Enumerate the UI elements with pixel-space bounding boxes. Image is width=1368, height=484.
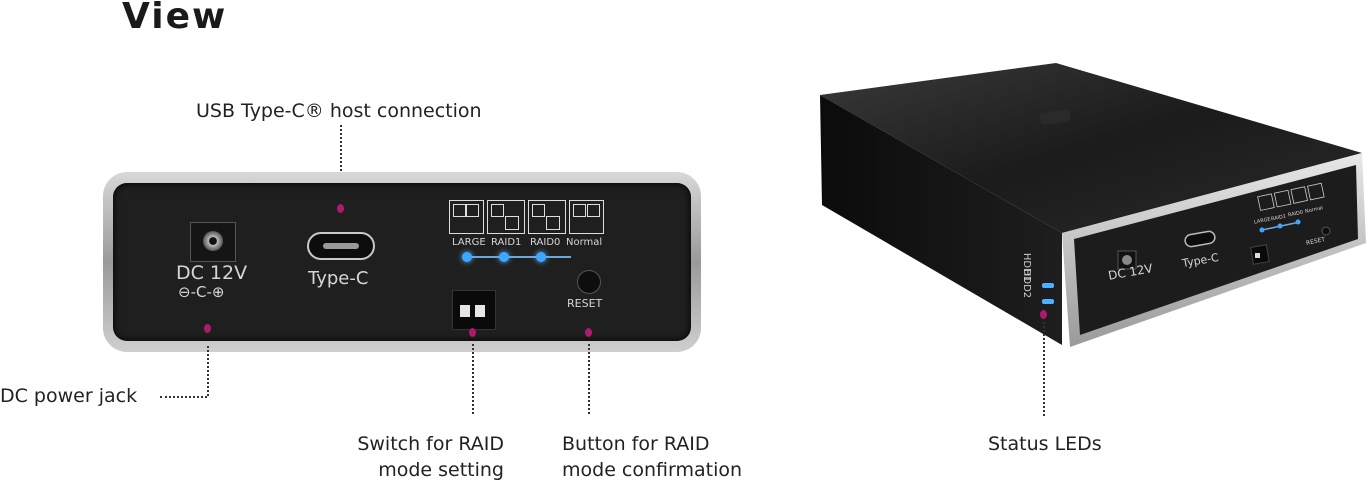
leader-line-dc — [207, 346, 209, 396]
pointer-dot-usb — [337, 204, 344, 213]
callout-raid-button-line1: Button for RAID — [562, 433, 710, 455]
leader-line-dc-h — [160, 396, 207, 398]
callout-status-leds: Status LEDs — [988, 433, 1102, 455]
raid-mode-switch[interactable] — [452, 290, 496, 330]
callout-raid-switch-line2: mode setting — [378, 459, 504, 481]
leader-line-usb — [340, 125, 342, 195]
callout-raid-button: Button for RAID mode confirmation — [562, 431, 742, 483]
callout-raid-button-line2: mode confirmation — [562, 459, 743, 481]
mode-label-large: LARGE — [452, 237, 486, 248]
leader-line-switch — [472, 344, 474, 414]
pointer-dot-button — [585, 328, 592, 337]
mode-label-raid0: RAID0 — [530, 237, 561, 248]
raid-mode-diagram — [449, 200, 604, 234]
callout-raid-switch-line1: Switch for RAID — [357, 433, 504, 455]
callout-usb-host: USB Type-C® host connection — [196, 100, 482, 122]
reset-label: RESET — [567, 297, 603, 310]
mode-label-raid1: RAID1 — [491, 237, 522, 248]
callout-raid-switch: Switch for RAID mode setting — [344, 431, 504, 483]
leader-line-button — [588, 344, 590, 414]
leader-line-status-leds — [1043, 322, 1045, 416]
hdd2-label: HDD2 — [1021, 268, 1033, 299]
page-title: View — [122, 0, 228, 37]
mode-led-1 — [462, 252, 472, 262]
typec-label: Type-C — [308, 268, 369, 289]
pointer-dot-dc — [204, 324, 211, 333]
mode-led-2 — [499, 252, 509, 262]
reset-button[interactable] — [577, 270, 601, 294]
callout-dc-jack: DC power jack — [0, 385, 138, 407]
dc-label: DC 12V — [176, 262, 248, 284]
mode-label-normal: Normal — [566, 237, 603, 248]
dc-jack-icon — [190, 222, 236, 262]
typec-port-icon — [307, 232, 375, 260]
dc-polarity-icon: ⊖-C-⊕ — [178, 283, 225, 301]
led-connector-line — [467, 256, 571, 258]
pointer-dot-switch — [469, 328, 476, 337]
enclosure-product-image — [820, 63, 1366, 347]
front-panel — [113, 183, 691, 341]
mode-led-3 — [536, 252, 546, 262]
pointer-dot-status-leds — [1040, 310, 1047, 319]
